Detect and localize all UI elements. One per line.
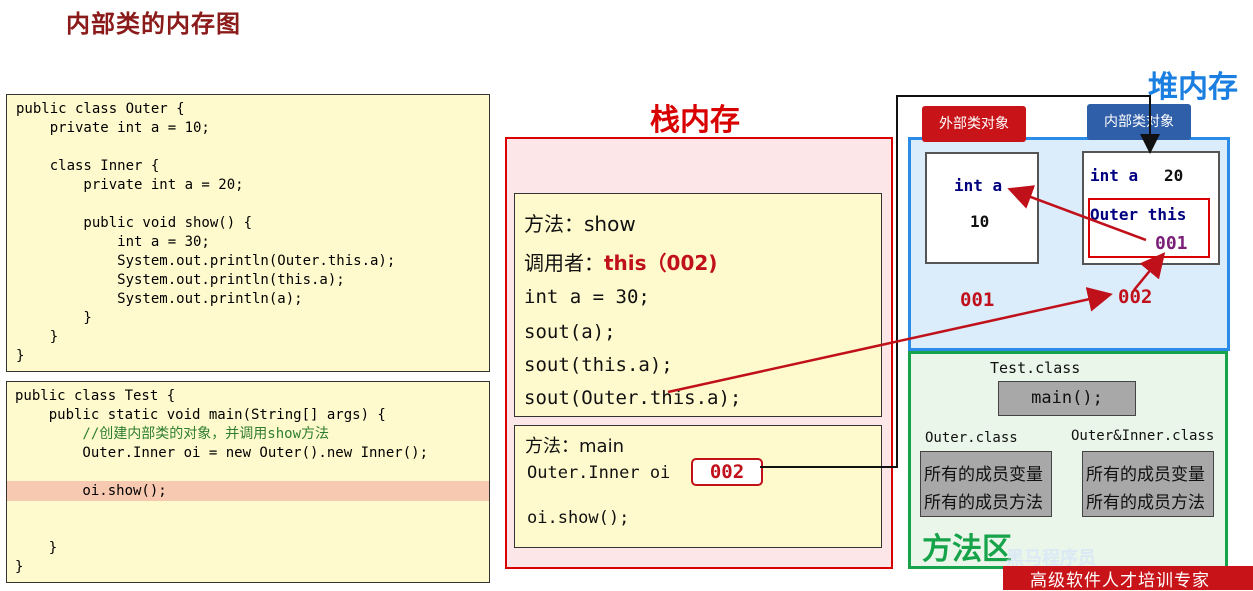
watermark-logo: 黑马程序员	[1006, 548, 1096, 569]
stack-title: 栈内存	[650, 103, 740, 138]
outer-object-tag: 外部类对象	[922, 106, 1026, 142]
page-title: 内部类的内存图	[66, 10, 241, 38]
code-line: class Inner {	[16, 158, 160, 174]
code-line: }	[15, 559, 24, 575]
outer-this-value: 001	[1155, 233, 1188, 254]
outer-class-code: public class Outer { private int a = 10;…	[6, 94, 490, 372]
inner-class-label: Outer&Inner.class	[1071, 428, 1215, 444]
inner-class-members: 所有的成员变量 所有的成员方法	[1082, 451, 1214, 517]
code-line: }	[15, 540, 58, 556]
code-line: }	[16, 310, 92, 326]
code-line: System.out.println(Outer.this.a);	[16, 253, 396, 269]
outer-object-address: 001	[960, 289, 995, 311]
main-frame: 方法：main Outer.Inner oi 002 oi.show();	[514, 425, 882, 548]
frame-line: sout(this.a);	[524, 354, 673, 376]
inner-field-value: 20	[1164, 166, 1184, 185]
outer-class-members: 所有的成员变量 所有的成员方法	[920, 451, 1052, 517]
outer-field-value: 10	[970, 212, 990, 231]
outer-this-to-field-arrow	[1007, 185, 1147, 242]
frame-method-label: 方法：show	[524, 212, 636, 236]
outer-this-label: Outer this	[1090, 205, 1187, 224]
show-call: oi.show();	[527, 508, 630, 528]
code-line: oi.show();	[15, 483, 167, 499]
member-vars: 所有的成员变量	[924, 465, 1043, 485]
watermark-tagline: 高级软件人才培训专家	[1030, 571, 1210, 591]
code-line: public static void main(String[] args) {	[15, 407, 386, 423]
code-line: int a = 30;	[16, 234, 210, 250]
outer-class-label: Outer.class	[925, 430, 1018, 446]
main-method-box: main();	[998, 381, 1136, 416]
highlighted-line	[7, 481, 489, 501]
show-frame: 方法：show 调用者：this（002) int a = 30; sout(a…	[514, 193, 882, 417]
frame-line: int a = 30;	[524, 286, 650, 308]
inner-object: int a 20 Outer this 001	[1082, 151, 1220, 265]
inner-object-address: 002	[1118, 286, 1153, 308]
heap-title: 堆内存	[1148, 70, 1238, 105]
member-methods: 所有的成员方法	[924, 493, 1043, 513]
code-line: private int a = 20;	[16, 177, 244, 193]
method-area-title: 方法区	[922, 532, 1012, 567]
outer-field: int a	[954, 176, 1003, 195]
member-methods: 所有的成员方法	[1086, 493, 1205, 513]
caller-value: this（002)	[604, 251, 718, 275]
code-line: public class Outer {	[16, 101, 185, 117]
frame-line: sout(Outer.this.a);	[524, 387, 742, 409]
code-line: }	[16, 329, 59, 345]
outer-this-a-arrow	[667, 287, 1113, 394]
code-line: System.out.println(a);	[16, 291, 303, 307]
oi-declaration: Outer.Inner oi	[527, 463, 671, 483]
test-class-label: Test.class	[990, 359, 1081, 377]
code-line: }	[16, 348, 25, 364]
address-to-slot-arrow	[1133, 252, 1166, 291]
member-vars: 所有的成员变量	[1086, 465, 1205, 485]
frame-method-label: 方法：main	[525, 436, 624, 457]
oi-to-inner-connector	[760, 95, 1160, 468]
code-comment: //创建内部类的对象，并调用show方法	[15, 426, 330, 442]
frame-line: sout(a);	[524, 321, 616, 343]
watermark-banner	[1003, 566, 1253, 590]
test-class-code: public class Test { public static void m…	[6, 381, 490, 583]
oi-reference: 002	[691, 458, 763, 486]
code-line: public void show() {	[16, 215, 253, 231]
code-line: System.out.println(this.a);	[16, 272, 345, 288]
inner-object-tag: 内部类对象	[1087, 104, 1191, 140]
caller-label: 调用者：	[524, 251, 604, 275]
code-line: Outer.Inner oi = new Outer().new Inner()…	[15, 445, 429, 461]
inner-field: int a	[1090, 166, 1139, 185]
code-line: private int a = 10;	[16, 120, 210, 136]
code-line: public class Test {	[15, 388, 176, 404]
